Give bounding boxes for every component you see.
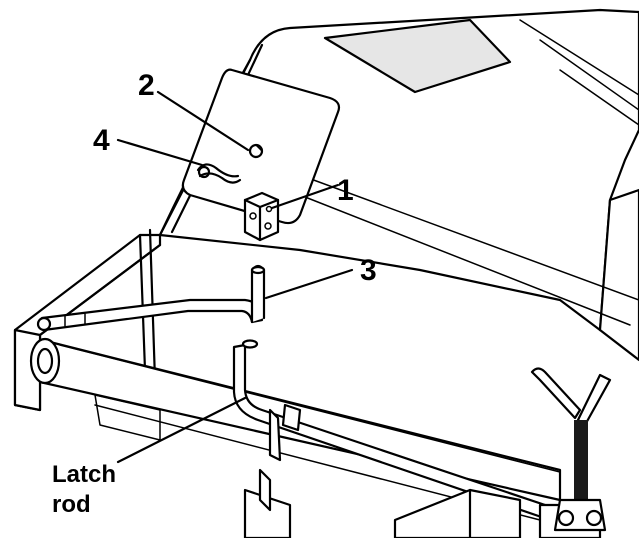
- leader-1: [270, 183, 340, 210]
- callout-3: 3: [360, 254, 377, 287]
- callout-4: 4: [93, 124, 110, 157]
- leader-lines: [116, 90, 354, 464]
- callout-1: 1: [337, 174, 354, 207]
- leader-4: [116, 138, 204, 167]
- latch-rod-label-line2: rod: [52, 491, 91, 518]
- upper-rod: [36, 264, 266, 332]
- leader-latch-rod: [116, 396, 247, 464]
- leader-3: [264, 268, 354, 300]
- callout-2: 2: [138, 69, 155, 102]
- latch-rod-label-line1: Latch: [52, 461, 116, 488]
- threaded-rod: [530, 367, 612, 532]
- leader-2: [156, 90, 250, 152]
- retaining-ring: [248, 143, 264, 159]
- block-bracket: [243, 191, 280, 242]
